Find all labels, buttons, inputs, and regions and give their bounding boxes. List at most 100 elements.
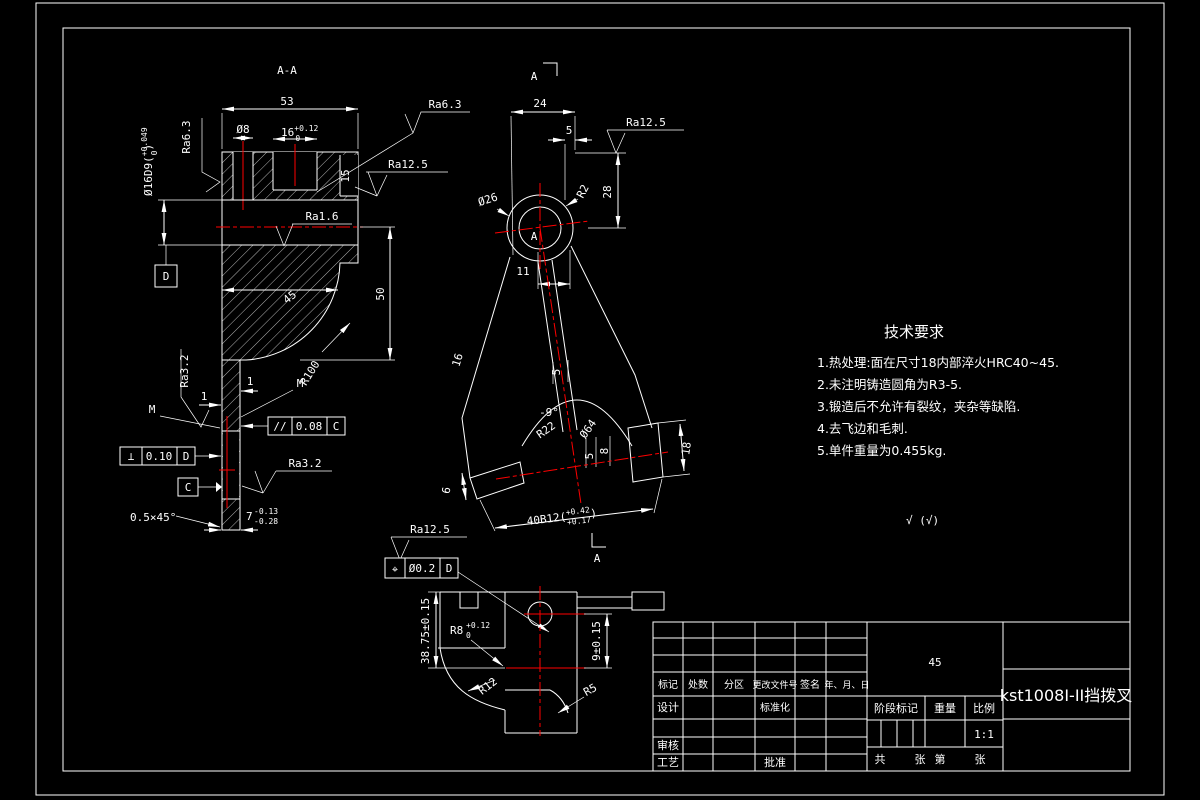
part-side-outline [438,586,665,736]
svg-text:Ra6.3: Ra6.3 [180,120,193,153]
col-sign: 签名 [800,678,820,691]
dim-r2: R2 [565,182,592,207]
svg-text:R2: R2 [574,182,592,200]
weight-label: 重量 [934,701,956,715]
dim-7-tol: 7 -0.13 -0.28 [204,507,278,533]
svg-text:0.08: 0.08 [296,420,323,433]
datum-c-box: C [177,477,222,497]
svg-text:50: 50 [374,287,387,300]
dim-5-slot: 5 [583,453,596,460]
svg-text:A: A [531,70,538,83]
svg-text:-0.13: -0.13 [254,507,278,516]
fcf-parallelism: // 0.08 C [241,416,346,436]
section-cut-top: A [531,62,558,83]
svg-text://: // [273,420,286,433]
svg-text:A: A [594,552,601,565]
roughness-ra16: Ra1.6 [275,210,352,247]
col-zone: 分区 [724,679,744,691]
svg-text:5: 5 [566,124,573,137]
sheet-frame [35,2,1165,796]
svg-text:6: 6 [440,486,454,495]
roughness-ra125-aa: Ra12.5 [354,158,448,197]
centerlines-front [494,183,669,505]
svg-text:R5: R5 [581,681,599,699]
sheet-no-label: 第 [935,752,946,766]
dim-24: 24 [510,97,576,256]
svg-text:M: M [149,403,156,416]
svg-text:C: C [333,420,340,433]
dim-r8-tol: R8 +0.12 0 [450,621,504,667]
col-date: 年、月、日 [824,679,869,691]
svg-text:0: 0 [466,631,471,640]
dim-o8: Ø8 [233,123,253,141]
svg-text:24: 24 [533,97,547,110]
tech-req-item-4: 4.去飞边和毛刺. [817,421,908,436]
svg-text:38.75±0.15: 38.75±0.15 [419,598,432,664]
row-approve: 批准 [764,755,786,769]
datum-d-box: D [154,245,178,288]
side-view: Ra12.5 ⌖ Ø0.2 D [384,523,665,736]
svg-text:+0.12: +0.12 [466,621,490,630]
svg-text:-0.28: -0.28 [254,517,278,526]
tech-req-item-3: 3.锻造后不允许有裂纹，夹杂等缺陷. [817,399,1020,414]
center-label-a: A [531,230,538,243]
dim-11: 11 [516,250,571,289]
svg-text:16+0.120: 16+0.120 [281,124,319,143]
dim-28: 28 [575,152,626,229]
part-name: kst1008I-II挡拨叉 [1000,686,1133,705]
dim-r5: R5 [557,681,599,714]
sheet-unit1: 张 [915,753,926,766]
svg-text:Ra12.5: Ra12.5 [410,523,450,536]
tech-req-item-2: 2.未注明铸造圆角为R3-5. [817,377,962,392]
svg-text:D: D [183,450,190,463]
dim-bore-o16d9: Ø16D9(+0.0490) [140,127,222,246]
col-mark: 标记 [658,679,678,691]
svg-text:Ra3.2: Ra3.2 [288,457,321,470]
svg-text:Ra6.3: Ra6.3 [428,98,461,111]
dim-chamfer: 0.5×45° [130,511,221,528]
title-block: 标记 处数 分区 更改文件号 签名 年、月、日 设计 标准化 审核 工艺 批准 … [652,621,1133,772]
section-view-aa: A-A [119,64,470,533]
row-standard: 标准化 [760,701,790,714]
svg-text:9±0.15: 9±0.15 [590,621,603,661]
svg-text:⌖: ⌖ [392,563,398,576]
svg-text:40B12(+0.42+0.17): 40B12(+0.42+0.17) [526,505,598,532]
dim-5-arm: 5 [550,360,569,384]
dim-18: 18 [657,419,694,478]
dim-8-slot: 8 [598,448,611,455]
row-process: 工艺 [657,756,679,769]
part-arm-outline [461,245,664,500]
material-grade: 45 [928,656,941,669]
part-bracket [219,244,359,531]
svg-text:Ø16D9(+0.0490): Ø16D9(+0.0490) [140,127,159,196]
svg-text:R8: R8 [450,624,463,637]
part-flange [221,141,359,210]
col-doc: 更改文件号 [752,679,797,691]
dim-9: 9±0.15 [584,613,612,669]
svg-text:11: 11 [516,265,529,278]
dim-angle: -9° [539,406,559,419]
surface-finish-marks: √ (√) [906,514,939,527]
svg-text:1: 1 [247,375,254,388]
section-title: A-A [277,64,297,77]
svg-text:⊥: ⊥ [128,450,135,463]
sheet-unit2: 张 [975,753,986,766]
svg-text:0.10: 0.10 [146,450,173,463]
svg-text:D: D [163,270,170,283]
dim-1-right: 1 [241,375,258,394]
svg-text:Ra12.5: Ra12.5 [626,116,666,129]
dim-5-top: 5 [548,124,592,200]
dim-50: 50 [300,226,395,361]
svg-text:18: 18 [679,441,694,456]
dim-40b12: 40B12(+0.42+0.17) [479,478,663,532]
roughness-ra125-side: Ra12.5 [390,523,467,561]
dim-o26: Ø26 [476,190,510,217]
section-cut-bottom: A [591,533,606,565]
technical-requirements: 技术要求 1.热处理:面在尺寸18内部淬火HRC40~45. 2.未注明铸造圆角… [817,323,1059,527]
dim-1-left: 1 [199,390,221,408]
svg-text:53: 53 [280,95,293,108]
stage-label: 阶段标记 [874,701,918,715]
col-count: 处数 [688,678,708,691]
svg-text:Ra12.5: Ra12.5 [388,158,428,171]
